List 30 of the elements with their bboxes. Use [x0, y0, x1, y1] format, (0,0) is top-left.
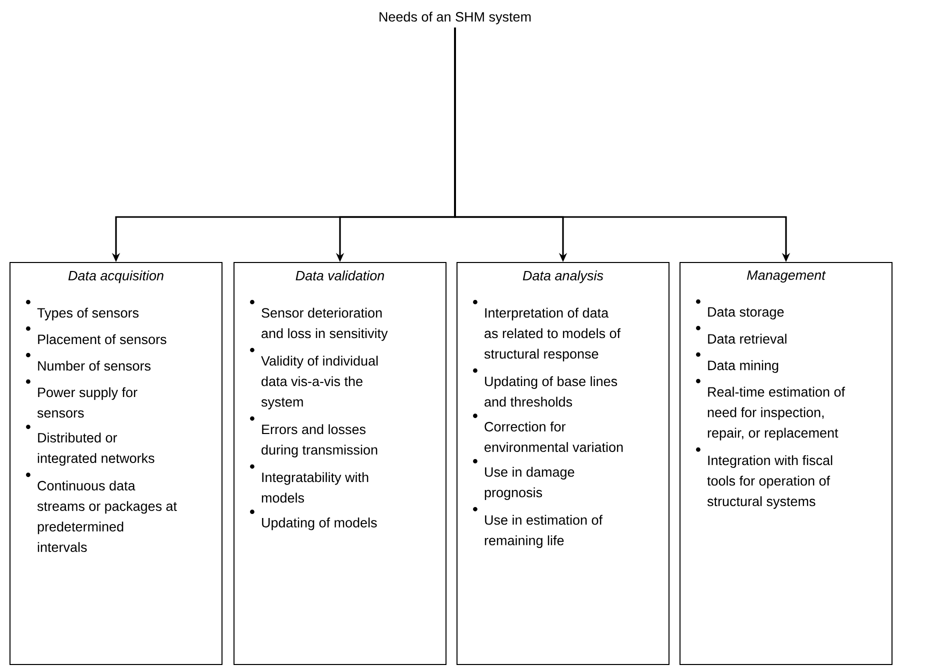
bullet-item: Types of sensors	[26, 300, 139, 320]
bullet-item: Use in damage prognosis	[473, 459, 574, 500]
bullet-item: Power supply for sensors	[26, 379, 138, 418]
bullet-item: Data storage	[696, 299, 784, 320]
heading: Management	[747, 270, 826, 283]
bullet-item: Updating of base lines and thresholds	[473, 368, 618, 407]
bullet-item: Data mining	[696, 352, 778, 373]
bullet-item: Validity of individual data vis-a-vis the system	[250, 348, 378, 410]
title-text: Needs of an SHM system	[380, 12, 531, 24]
bullet-item: Interpretation of data as related to models of structural response	[473, 300, 621, 362]
heading: Data analysis	[522, 270, 604, 284]
heading: Data acquisition	[68, 270, 164, 284]
bullet-item: Number of sensors	[26, 352, 151, 371]
bullet-item: Correction for environmental variation	[473, 414, 623, 452]
heading: Data validation	[296, 270, 384, 280]
bullet-item: Integratability with models	[250, 464, 368, 503]
category-box	[680, 262, 892, 665]
category-box	[10, 262, 222, 665]
bullet-item: Distributed or integrated networks	[26, 424, 154, 466]
bullet-item: Placement of sensors	[26, 326, 166, 344]
bullet-item: Use in estimation of remaining life	[473, 506, 603, 548]
bullet-item: Continuous data streams or packages at predetermined intervals	[26, 472, 177, 552]
category-box	[234, 262, 446, 665]
bullet-item: Integration with fiscal tools for operation of structural systems	[696, 447, 832, 509]
bullet-item: Updating of models	[250, 510, 377, 530]
category-box	[456, 262, 670, 665]
bullet-item: Sensor deterioration and loss in sensitivity	[250, 300, 388, 341]
bullet-item: Data retrieval	[696, 326, 786, 344]
bullet-item: Real-time estimation of need for inspection, repair, or replacement	[696, 378, 846, 440]
bullet-item: Errors and losses during transmission	[250, 416, 378, 458]
